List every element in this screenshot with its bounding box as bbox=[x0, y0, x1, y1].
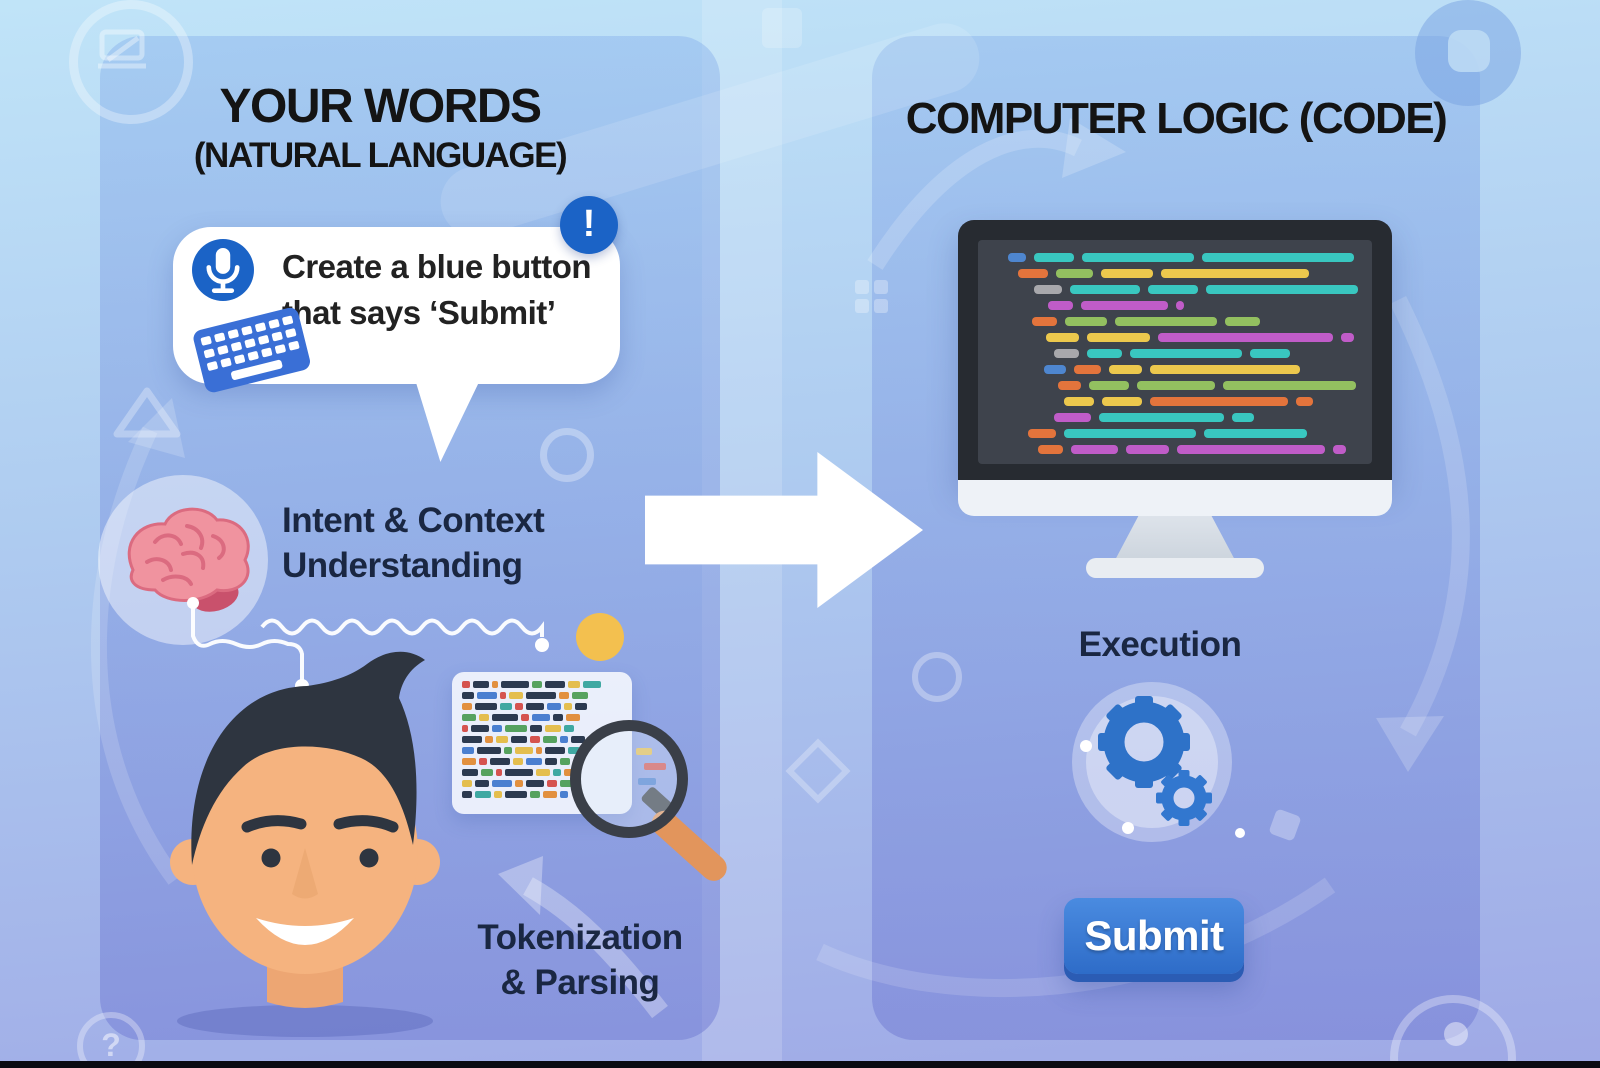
code-line bbox=[990, 301, 1372, 310]
tokenization-line1: Tokenization bbox=[477, 918, 683, 957]
execution-label: Execution bbox=[1020, 622, 1300, 667]
small-circle-icon-2 bbox=[912, 652, 962, 702]
monitor-bezel bbox=[958, 480, 1392, 516]
right-title: COMPUTER LOGIC (CODE) bbox=[872, 92, 1480, 146]
speech-bubble-icon bbox=[1448, 30, 1490, 72]
left-title-line1: YOUR WORDS bbox=[219, 80, 543, 133]
intent-line1: Intent & Context bbox=[282, 501, 545, 540]
token-row bbox=[462, 736, 622, 743]
exclamation-icon: ! bbox=[560, 196, 618, 254]
speech-line1: Create a blue button bbox=[282, 248, 592, 285]
tokenization-label: Tokenization & Parsing bbox=[430, 915, 730, 1005]
laptop-edit-icon bbox=[98, 29, 146, 69]
token-row bbox=[462, 780, 622, 787]
magnifying-glass-icon bbox=[570, 720, 688, 838]
token-row bbox=[462, 725, 622, 732]
code-line bbox=[990, 445, 1372, 454]
monitor-screen bbox=[978, 240, 1372, 464]
dots-grid-icon bbox=[855, 280, 888, 313]
token-row bbox=[462, 714, 622, 721]
keyboard-icon bbox=[189, 303, 315, 398]
code-line bbox=[990, 365, 1372, 374]
submit-button[interactable]: Submit bbox=[1064, 898, 1244, 974]
pencil-circle-icon bbox=[69, 0, 193, 124]
code-line bbox=[990, 333, 1372, 342]
question-circle-icon: ? bbox=[77, 1012, 145, 1068]
right-title-line1: COMPUTER LOGIC (CODE) bbox=[905, 94, 1448, 143]
token-row bbox=[462, 703, 622, 710]
code-line bbox=[990, 253, 1372, 262]
code-line bbox=[990, 381, 1372, 390]
token-row bbox=[462, 692, 622, 699]
code-line bbox=[990, 413, 1372, 422]
code-line bbox=[990, 269, 1372, 278]
speech-bubble-text: Create a blue button that says ‘Submit’ bbox=[282, 244, 592, 336]
microphone-icon bbox=[192, 239, 254, 301]
brain-icon bbox=[127, 507, 250, 612]
intent-label: Intent & Context Understanding bbox=[282, 498, 545, 588]
tokenization-line2: & Parsing bbox=[500, 963, 660, 1002]
monitor-base bbox=[1086, 558, 1264, 578]
code-line bbox=[990, 397, 1372, 406]
speech-line2: that says ‘Submit’ bbox=[282, 294, 556, 331]
token-row bbox=[462, 681, 622, 688]
small-circle-icon-1 bbox=[540, 428, 594, 482]
token-row bbox=[462, 747, 622, 754]
code-line bbox=[990, 317, 1372, 326]
left-title: YOUR WORDS (NATURAL LANGUAGE) bbox=[100, 80, 660, 178]
monitor-stand bbox=[1114, 516, 1236, 562]
code-line bbox=[990, 429, 1372, 438]
token-row bbox=[462, 791, 622, 798]
execution-text: Execution bbox=[1078, 625, 1242, 664]
triangle-icon bbox=[113, 387, 181, 438]
top-center-square bbox=[762, 8, 802, 48]
code-line bbox=[990, 285, 1372, 294]
token-row bbox=[462, 758, 622, 765]
bottom-black-bar bbox=[0, 1061, 1600, 1068]
code-line bbox=[990, 349, 1372, 358]
person-face bbox=[170, 651, 440, 1037]
left-title-line2: (NATURAL LANGUAGE) bbox=[193, 136, 568, 175]
intent-line2: Understanding bbox=[282, 546, 523, 585]
yellow-dot bbox=[576, 613, 624, 661]
gears-icon bbox=[1080, 696, 1245, 838]
gear-outline-dot bbox=[1444, 1022, 1468, 1046]
